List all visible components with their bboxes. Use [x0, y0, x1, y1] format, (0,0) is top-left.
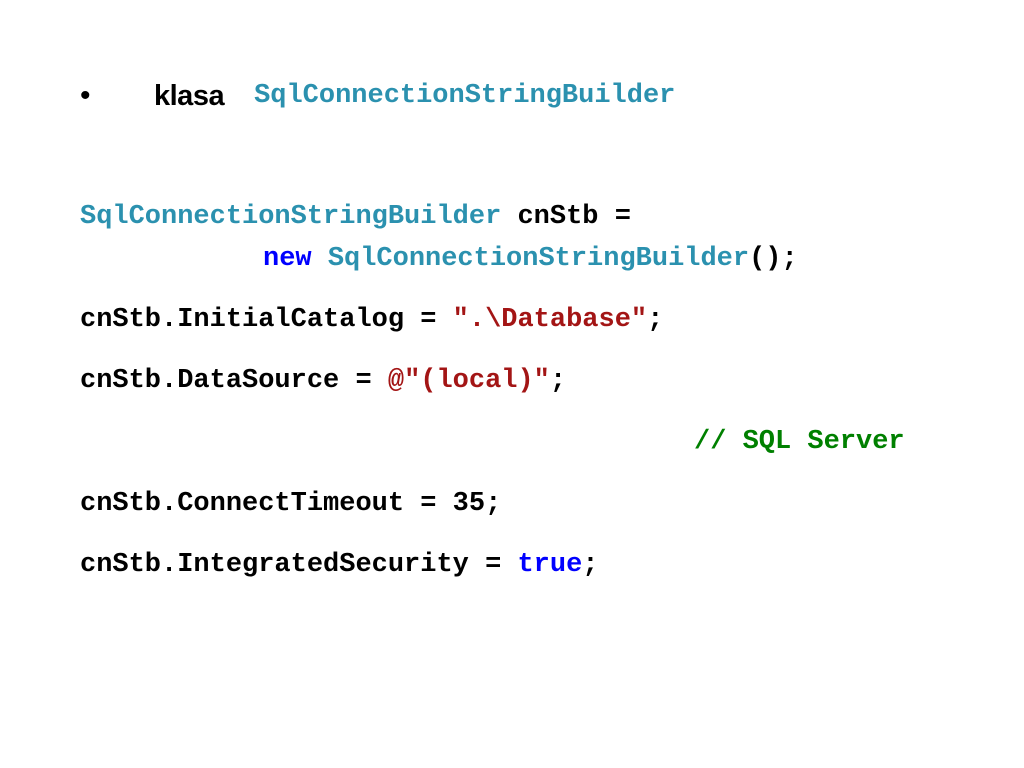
code-line-5: // SQL Server [694, 425, 905, 459]
code-text: ; [647, 305, 664, 335]
code-type: SqlConnectionStringBuilder [327, 244, 750, 274]
code-string: ".\Database" [452, 305, 648, 335]
code-keyword: new [263, 244, 312, 274]
bullet-class-name: SqlConnectionStringBuilder [254, 81, 676, 111]
code-type: SqlConnectionStringBuilder [80, 202, 502, 232]
code-text: cnStb.ConnectTimeout = 35; [80, 489, 502, 519]
bullet-line: • klasa SqlConnectionStringBuilder [80, 76, 675, 116]
code-line-2: new SqlConnectionStringBuilder(); [263, 242, 798, 276]
code-keyword: true [517, 550, 583, 580]
code-line-7: cnStb.IntegratedSecurity = true; [80, 548, 599, 582]
code-text: cnStb = [501, 202, 631, 232]
bullet-word: klasa [154, 79, 225, 112]
code-line-4: cnStb.DataSource = @"(local)"; [80, 364, 566, 398]
code-comment: // SQL Server [694, 427, 905, 457]
code-verbatim-marker: @ [387, 366, 405, 396]
bullet-icon: • [80, 79, 91, 112]
code-line-1: SqlConnectionStringBuilder cnStb = [80, 200, 631, 234]
code-line-6: cnStb.ConnectTimeout = 35; [80, 487, 501, 521]
code-text: (); [749, 244, 798, 274]
code-text: ; [549, 366, 567, 396]
code-line-3: cnStb.InitialCatalog = ".\Database"; [80, 303, 663, 337]
code-text: ; [582, 550, 599, 580]
code-string: "(local)" [404, 366, 550, 396]
code-text: cnStb.InitialCatalog = [80, 305, 453, 335]
code-text: cnStb.IntegratedSecurity = [80, 550, 518, 580]
code-text: cnStb.DataSource = [80, 366, 388, 396]
